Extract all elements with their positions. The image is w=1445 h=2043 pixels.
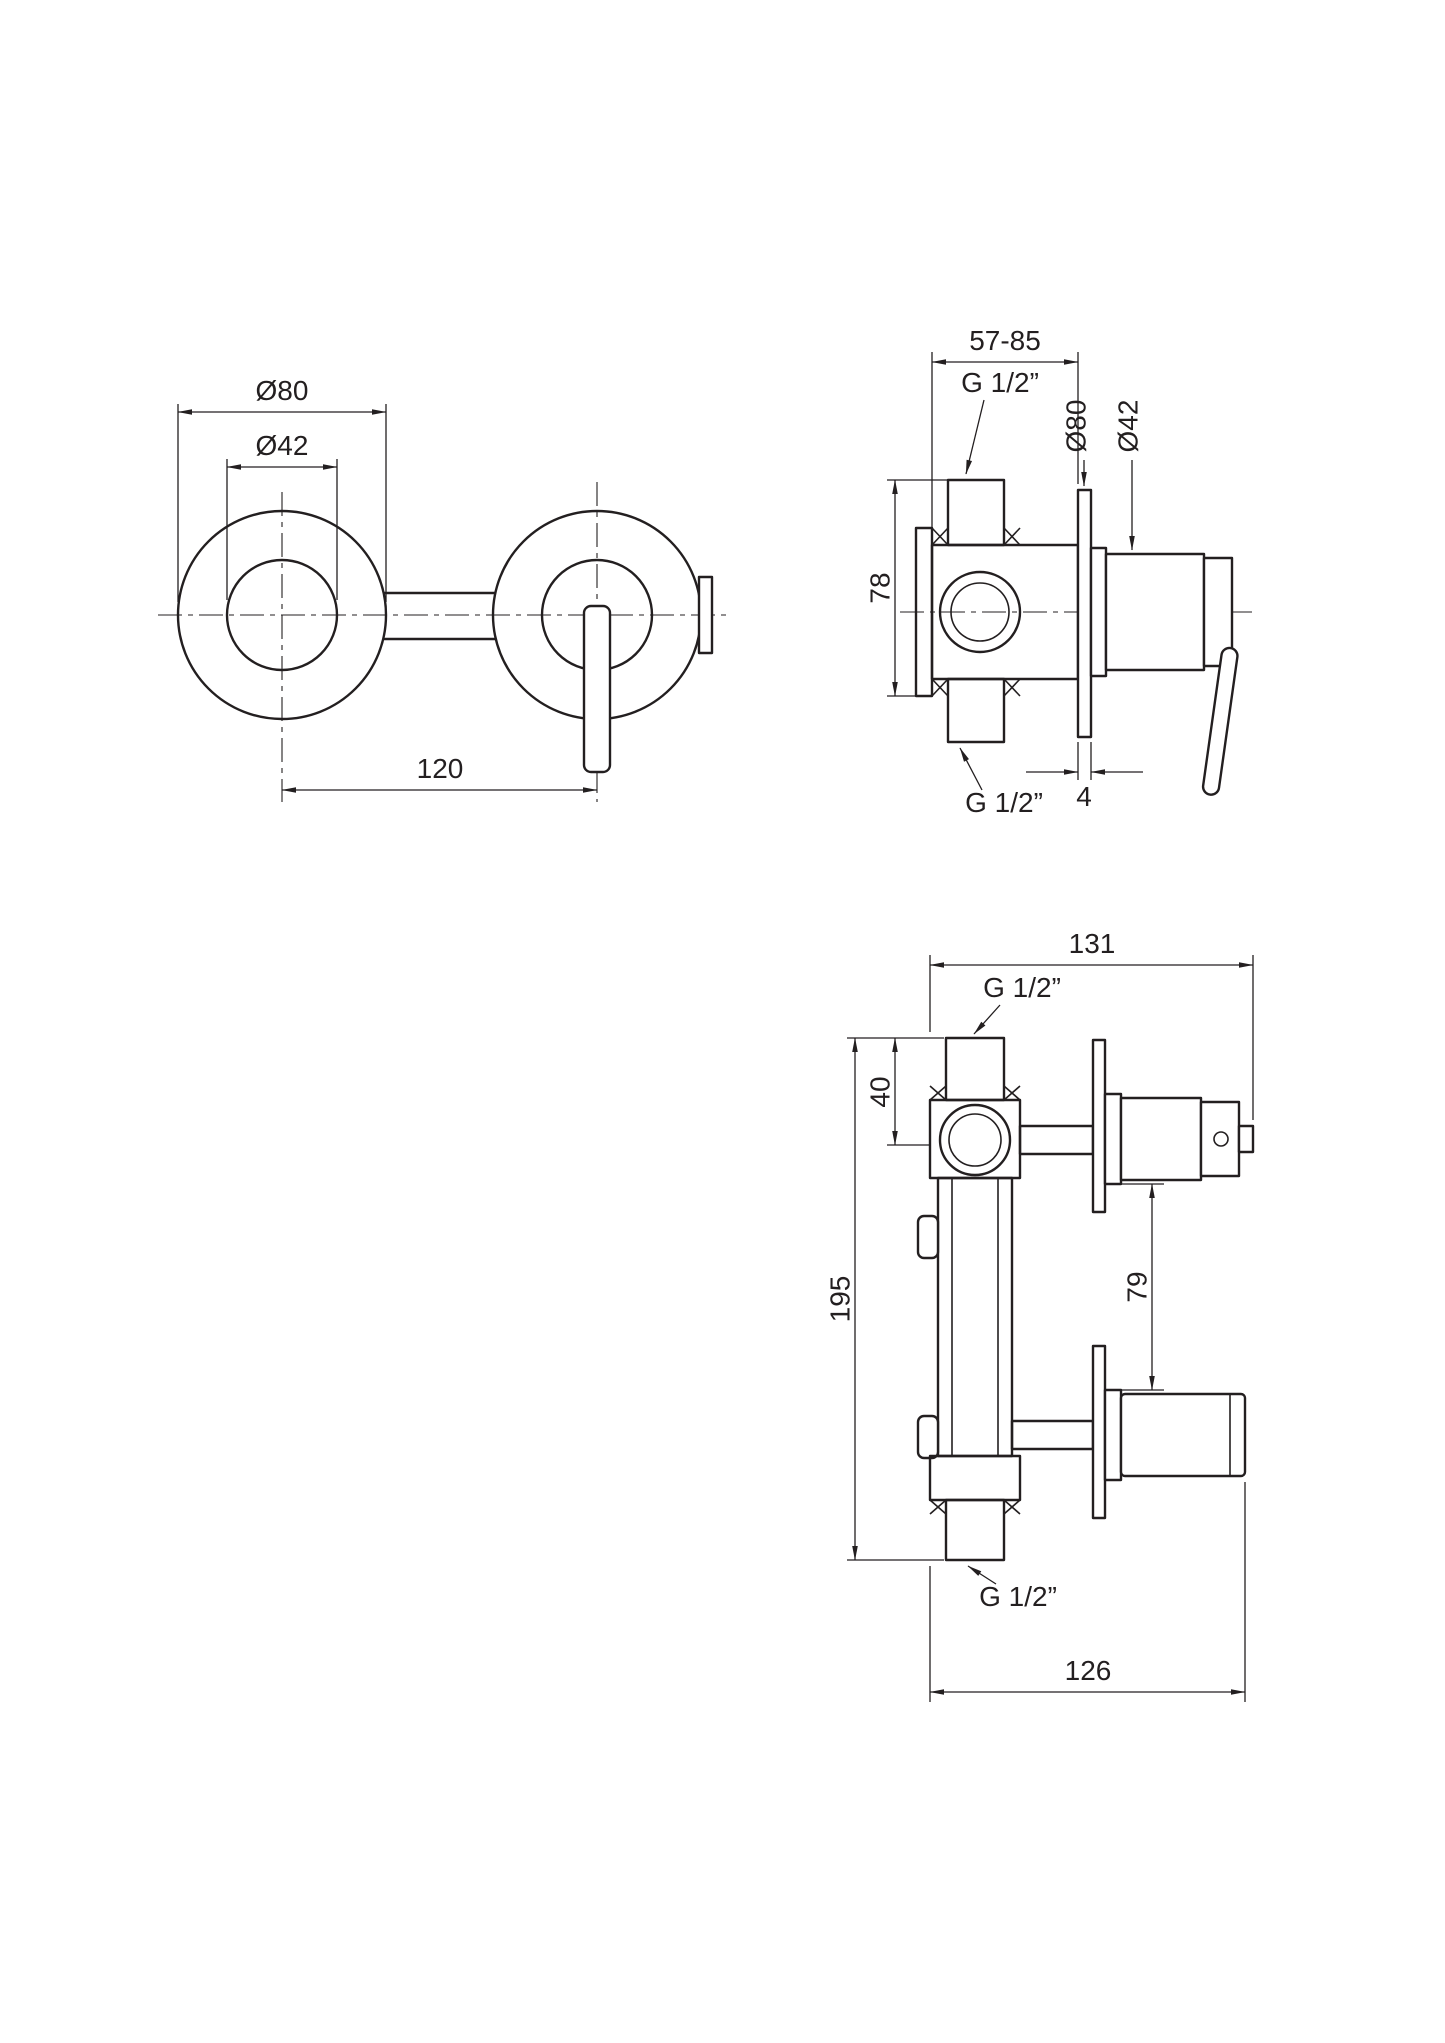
dim-label-bottom-width: 126 [1065,1655,1112,1686]
top-handle-body [1119,1096,1203,1182]
profile-top-handle [1103,1092,1255,1186]
label-side-top-connection: G 1/2” [961,367,1039,475]
label-profile-bottom-connection: G 1/2” [967,1565,1057,1612]
dim-label-profile-bottom-connection: G 1/2” [979,1581,1057,1612]
dim-top-port-offset: 40 [847,1037,944,1146]
left-wall-plate [176,509,388,721]
top-handle-base [1103,1092,1123,1186]
profile-bottom-port-tube [944,1498,1006,1562]
profile-valve-body [916,1036,1095,1562]
dim-label-side-handle-diameter: Ø42 [1113,400,1144,453]
dim-handle-spacing: 79 [1107,1183,1164,1391]
dim-overall-height: 195 [825,1037,944,1561]
label-profile-top-connection: G 1/2” [973,972,1061,1035]
dim-front-handle-diameter: Ø42 [226,430,338,600]
side-section-view: 57-85 G 1/2” Ø80 Ø42 78 [865,325,1258,818]
top-handle-cap [1199,1100,1241,1178]
dim-label-profile-top-connection: G 1/2” [983,972,1061,1003]
dim-side-handle-diameter: Ø42 [1113,400,1144,551]
dim-label-side-top-connection: G 1/2” [961,367,1039,398]
dim-front-outer-diameter: Ø80 [177,375,387,602]
dim-label-top-port-offset: 40 [865,1076,896,1107]
mounting-flange [914,526,934,698]
dim-plate-diameter: Ø80 [1061,400,1092,487]
left-plate-outline [176,509,388,721]
wall-plate-edge [1076,488,1093,739]
handle-lever [1201,646,1239,796]
dim-label-front-outer-diameter: Ø80 [256,375,309,406]
mounting-tab-top [916,1214,940,1260]
lever-handle [582,604,612,774]
dim-overall-width: 131 [929,928,1254,1120]
profile-bottom-handle [1103,1388,1247,1482]
profile-bottom-block [928,1454,1022,1502]
top-plate-edge [1091,1038,1107,1214]
profile-column [936,1176,1014,1458]
valve-body [914,478,1080,744]
dim-label-front-center-distance: 120 [417,753,464,784]
bottom-handle-base [1103,1388,1123,1482]
dim-body-height: 78 [865,479,948,697]
dim-label-overall-height: 195 [825,1276,856,1323]
dim-label-front-handle-diameter: Ø42 [256,430,309,461]
dim-label-overall-width: 131 [1069,928,1116,959]
label-side-bottom-connection: G 1/2” [959,747,1043,818]
profile-cartridge-outline [938,1103,1012,1177]
bottom-handle-body [1119,1392,1247,1478]
profile-cartridge-bore [948,1113,1002,1167]
dim-label-mounting-depth: 57-85 [969,325,1041,356]
dim-plate-thickness: 4 [1026,742,1143,812]
mounting-tab-bottom [916,1414,940,1460]
dim-mounting-depth: 57-85 [931,325,1079,540]
top-handle-lever-stub [1237,1124,1255,1154]
dim-label-body-height: 78 [865,572,896,603]
bottom-port-tube [946,677,1006,744]
handle-base-ring [1089,546,1108,678]
dim-label-handle-spacing: 79 [1122,1271,1153,1302]
dim-label-plate-thickness: 4 [1076,781,1092,812]
dim-label-side-bottom-connection: G 1/2” [965,787,1043,818]
top-port-tube [946,478,1006,547]
dim-label-plate-diameter: Ø80 [1061,400,1092,453]
dim-front-center-distance: 120 [281,753,598,793]
cartridge-outline [938,570,1022,654]
bottom-stem [1010,1419,1095,1451]
connecting-body-bar [382,591,497,641]
bottom-plate-edge [1091,1344,1107,1520]
dim-bottom-width: 126 [929,1482,1246,1702]
left-knob-outline [225,558,339,672]
side-clip [697,575,714,655]
handle-end-cap [1202,556,1234,668]
right-handle-plate [491,509,714,774]
handle-assembly [1089,546,1239,796]
top-stem [1018,1124,1095,1156]
profile-top-port-tube [944,1036,1006,1102]
cartridge-bore [950,582,1010,642]
side-profile-view: 131 G 1/2” 40 195 79 G 1/2” [825,928,1255,1702]
handle-body [1104,552,1206,672]
top-handle-pin [1213,1131,1229,1147]
front-view: Ø80 Ø42 120 [158,375,726,802]
